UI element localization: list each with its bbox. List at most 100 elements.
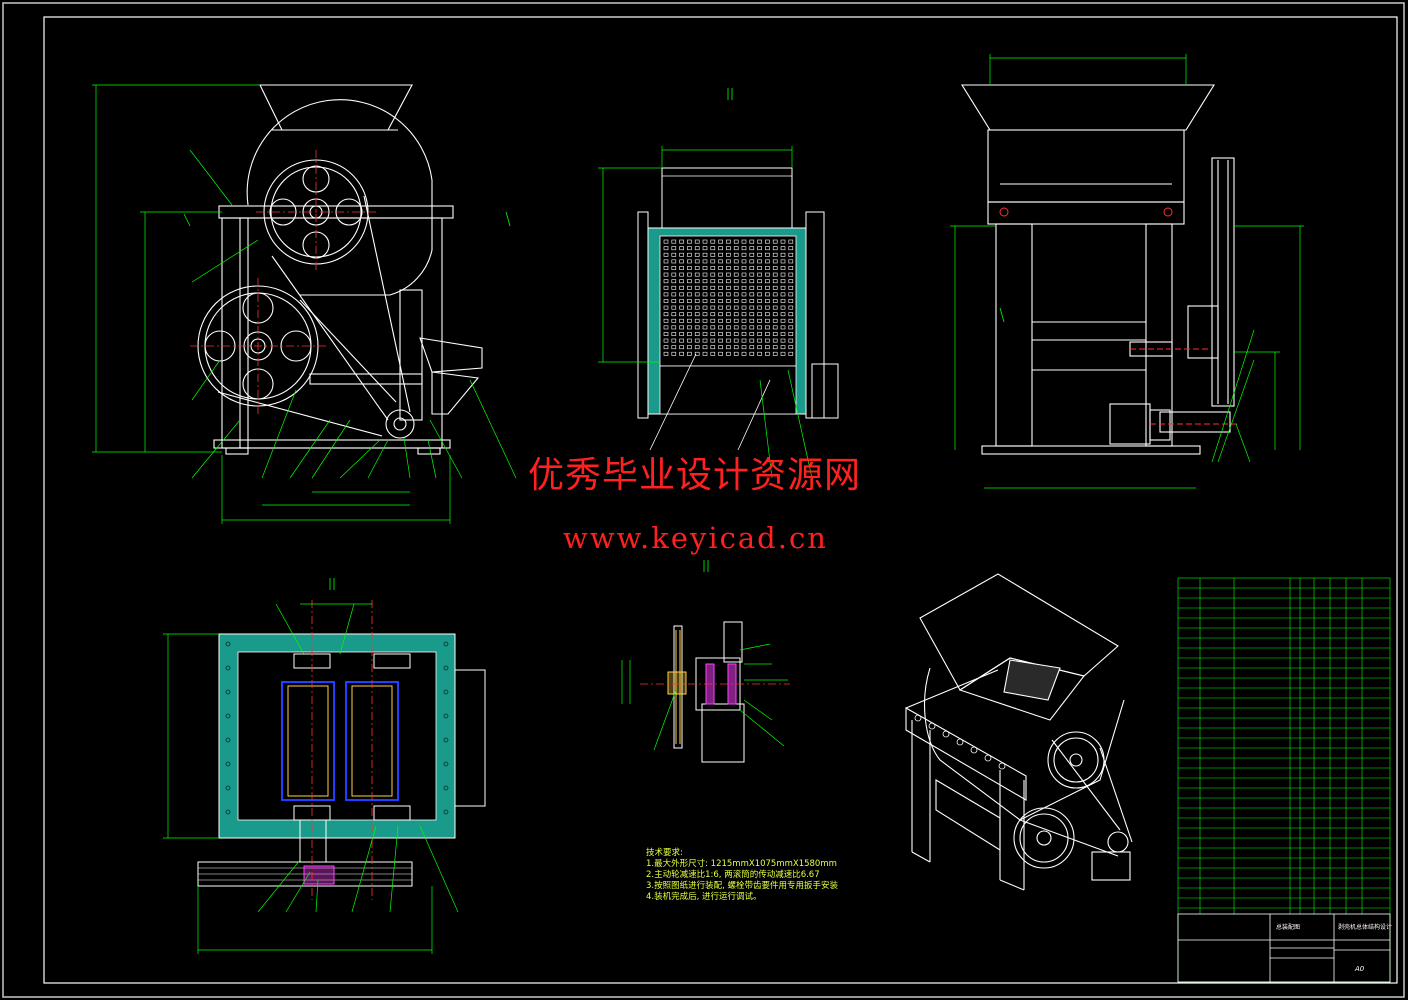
front-view — [197, 84, 483, 455]
screen-hole — [733, 318, 739, 323]
screen-hole — [772, 266, 778, 270]
screen-hole — [757, 246, 762, 251]
screen-hole — [741, 351, 747, 356]
screen-hole — [733, 312, 739, 317]
title-block-sheet-size: A0 — [1355, 965, 1365, 973]
screen-hole — [741, 332, 747, 336]
top-section-wall-holes — [225, 641, 449, 815]
screen-hole — [780, 239, 786, 244]
screen-hole — [663, 259, 669, 264]
screen-hole — [694, 292, 700, 297]
wall-bolt-hole — [225, 665, 231, 671]
tech-requirement-item-2: 2.主动轮减速比1:6, 两滚筒的传动减速比6.67 — [646, 870, 820, 880]
screen-hole — [671, 325, 677, 330]
screen-hole — [726, 345, 731, 350]
screen-hole — [702, 272, 708, 277]
screen-hole — [710, 351, 716, 356]
screen-hole — [757, 318, 762, 323]
screen-hole — [710, 259, 716, 264]
screen-hole — [726, 239, 731, 244]
screen-hole — [788, 318, 794, 323]
screen-hole — [788, 332, 794, 336]
screen-hole — [710, 332, 716, 336]
screen-hole — [733, 345, 739, 350]
right-side-view — [961, 84, 1235, 455]
screen-hole — [702, 266, 708, 270]
screen-hole — [663, 325, 669, 330]
screen-hole — [757, 325, 762, 330]
screen-hole — [788, 351, 794, 356]
screen-hole — [780, 312, 786, 317]
parts-list — [1177, 577, 1391, 983]
screen-hole — [710, 338, 716, 343]
detail-view-dimensions — [621, 643, 788, 751]
screen-hole — [741, 252, 747, 257]
screen-hole — [710, 285, 716, 290]
screen-hole — [718, 285, 723, 290]
screen-hole — [710, 272, 716, 277]
screen-hole — [749, 292, 755, 297]
screen-hole — [679, 266, 684, 270]
top-section-view — [197, 600, 486, 900]
screen-hole — [663, 312, 669, 317]
watermark-url[interactable]: www.keyicad.cn — [563, 521, 828, 555]
screen-hole — [671, 351, 677, 356]
tech-requirements: 技术要求: 1.最大外形尺寸: 1215mmX1075mmX1580mm 2.主… — [646, 848, 838, 903]
screen-hole — [671, 252, 677, 257]
screen-hole — [772, 259, 778, 264]
screen-hole — [749, 285, 755, 290]
screen-hole — [726, 325, 731, 330]
wall-bolt-hole — [443, 641, 449, 647]
screen-hole — [679, 252, 684, 257]
screen-hole — [788, 266, 794, 270]
screen-hole — [741, 272, 747, 277]
screen-hole — [710, 305, 716, 310]
screen-hole — [694, 325, 700, 330]
screen-hole — [663, 285, 669, 290]
screen-hole — [718, 325, 723, 330]
screen-hole — [733, 305, 739, 310]
screen-hole — [772, 305, 778, 310]
screen-hole — [772, 272, 778, 277]
screen-hole — [772, 312, 778, 317]
screen-hole — [694, 285, 700, 290]
screen-hole — [772, 318, 778, 323]
screen-hole — [741, 259, 747, 264]
screen-hole — [765, 345, 770, 350]
screen-hole — [765, 272, 770, 277]
screen-hole — [726, 252, 731, 257]
screen-hole — [749, 345, 755, 350]
screen-hole — [671, 299, 677, 303]
wall-bolt-hole — [443, 689, 449, 695]
tech-requirements-heading: 技术要求: — [646, 848, 683, 858]
screen-hole — [663, 305, 669, 310]
screen-hole — [780, 345, 786, 350]
screen-hole — [780, 252, 786, 257]
screen-hole — [733, 272, 739, 277]
screen-hole — [671, 292, 677, 297]
wall-bolt-hole — [443, 761, 449, 767]
screen-hole — [733, 246, 739, 251]
screen-hole — [687, 305, 692, 310]
screen-hole — [780, 266, 786, 270]
screen-hole — [679, 299, 684, 303]
screen-hole — [663, 252, 669, 257]
screen-hole — [765, 325, 770, 330]
housing-bolt — [984, 754, 992, 762]
screen-hole — [780, 325, 786, 330]
side-section-perforation — [663, 239, 794, 356]
wall-bolt-hole — [443, 713, 449, 719]
top-section-dimensions — [163, 603, 459, 954]
front-view-dimensions — [92, 84, 517, 524]
screen-hole — [710, 239, 716, 244]
screen-hole — [788, 305, 794, 310]
screen-hole — [749, 272, 755, 277]
screen-hole — [726, 266, 731, 270]
screen-hole — [679, 312, 684, 317]
screen-hole — [663, 338, 669, 343]
screen-hole — [772, 351, 778, 356]
screen-hole — [780, 246, 786, 251]
screen-hole — [765, 332, 770, 336]
screen-hole — [788, 246, 794, 251]
screen-hole — [780, 338, 786, 343]
